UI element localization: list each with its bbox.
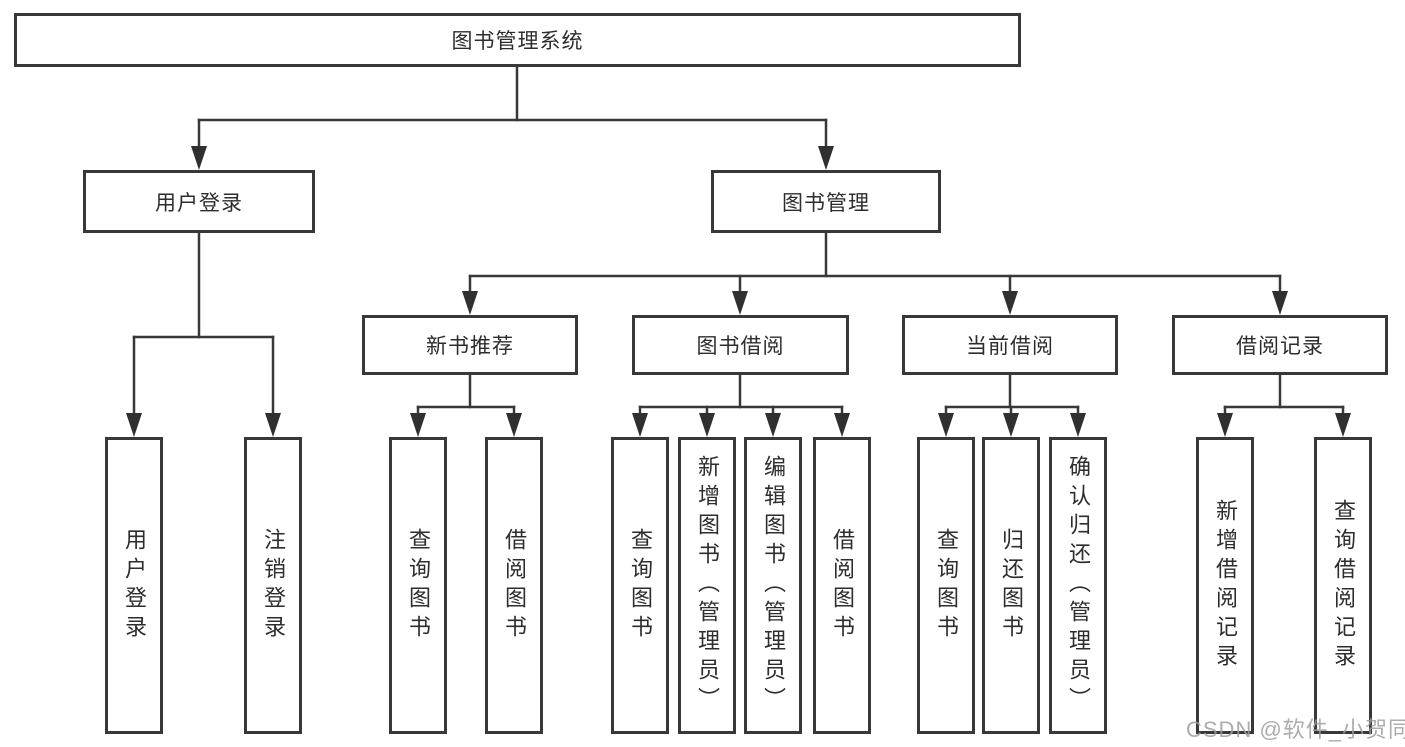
node-book-borrowing: 图书借阅	[632, 315, 849, 375]
node-library-management-system: 图书管理系统	[14, 13, 1021, 67]
arrow-down-icon	[410, 413, 426, 437]
connector-book-borrowing	[632, 373, 850, 437]
node-label: 确认归还（管理员）	[1066, 455, 1091, 716]
arrow-down-icon	[1217, 413, 1233, 437]
node-borrow-records: 借阅记录	[1172, 315, 1388, 375]
node-book-management: 图书管理	[711, 170, 941, 233]
arrow-down-icon	[632, 413, 648, 437]
arrow-down-icon	[191, 146, 207, 170]
arrow-down-icon	[818, 146, 834, 170]
node-label: 图书管理系统	[451, 30, 584, 53]
node-label: 新增图书（管理员）	[695, 455, 720, 716]
leaf-query-books-borrowing: 查询图书	[611, 437, 669, 734]
arrow-down-icon	[1002, 291, 1018, 315]
node-label: 编辑图书（管理员）	[761, 455, 786, 716]
arrow-down-icon	[506, 413, 522, 437]
connector-borrow-records	[1217, 373, 1351, 437]
leaf-query-books-recommend: 查询图书	[389, 437, 447, 734]
leaf-add-book-admin: 新增图书（管理员）	[678, 437, 736, 734]
node-label: 注销登录	[261, 527, 286, 644]
node-label: 归还图书	[999, 527, 1024, 644]
arrow-down-icon	[1070, 413, 1086, 437]
node-label: 借阅图书	[502, 527, 527, 644]
arrow-down-icon	[1003, 413, 1019, 437]
leaf-edit-book-admin: 编辑图书（管理员）	[744, 437, 802, 734]
node-label: 新书推荐	[426, 335, 514, 358]
node-label: 查询图书	[628, 527, 653, 644]
node-label: 借阅记录	[1236, 335, 1324, 358]
node-label: 用户登录	[122, 527, 147, 644]
arrow-down-icon	[834, 413, 850, 437]
node-label: 借阅图书	[830, 527, 855, 644]
arrow-down-icon	[699, 413, 715, 437]
node-current-borrowing: 当前借阅	[902, 315, 1118, 375]
leaf-borrow-books: 借阅图书	[813, 437, 871, 734]
arrow-down-icon	[1272, 291, 1288, 315]
connector-new-book-recommend	[410, 373, 522, 437]
arrow-down-icon	[265, 413, 281, 437]
connector-root	[191, 65, 834, 170]
arrow-down-icon	[1335, 413, 1351, 437]
node-label: 图书管理	[782, 191, 870, 215]
node-label: 查询借阅记录	[1331, 498, 1356, 673]
leaf-query-books-current: 查询图书	[917, 437, 975, 734]
arrow-down-icon	[732, 291, 748, 315]
leaf-confirm-return-admin: 确认归还（管理员）	[1049, 437, 1107, 734]
node-label: 用户登录	[155, 191, 243, 215]
arrow-down-icon	[126, 413, 142, 437]
arrow-down-icon	[462, 291, 478, 315]
leaf-logout: 注销登录	[244, 437, 302, 734]
node-label: 查询图书	[934, 527, 959, 644]
node-label: 查询图书	[406, 527, 431, 644]
leaf-return-book: 归还图书	[982, 437, 1040, 734]
arrow-down-icon	[765, 413, 781, 437]
node-label: 当前借阅	[966, 335, 1054, 358]
leaf-add-borrow-record: 新增借阅记录	[1196, 437, 1254, 734]
node-label: 图书借阅	[696, 335, 785, 358]
connector-current-borrowing	[938, 373, 1086, 437]
node-new-book-recommend: 新书推荐	[362, 315, 578, 375]
node-user-login: 用户登录	[83, 170, 315, 233]
leaf-query-borrow-record: 查询借阅记录	[1314, 437, 1372, 734]
connector-book-management	[462, 231, 1288, 315]
node-label: 新增借阅记录	[1213, 498, 1238, 673]
csdn-watermark: CSDN @软件_小贺同学	[1186, 717, 1405, 742]
arrow-down-icon	[938, 413, 954, 437]
leaf-user-login: 用户登录	[105, 437, 163, 734]
connector-user-login	[126, 231, 281, 437]
leaf-borrow-books-recommend: 借阅图书	[485, 437, 543, 734]
